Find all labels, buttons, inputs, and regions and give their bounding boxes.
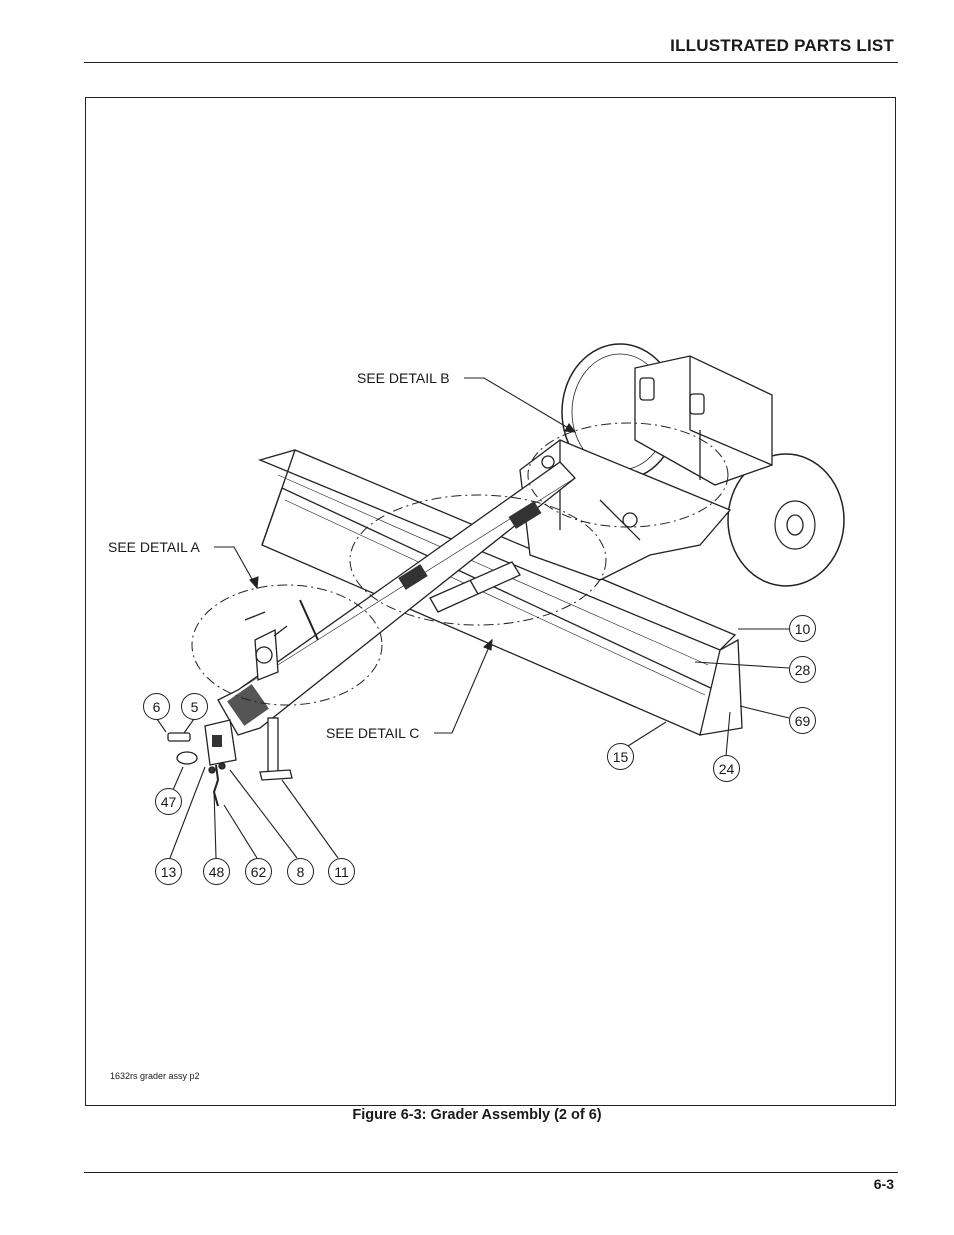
figure-frame <box>85 97 896 1106</box>
hydraulic-cylinder <box>429 561 521 613</box>
item-balloon-62: 62 <box>245 858 272 885</box>
header-title: ILLUSTRATED PARTS LIST <box>670 36 894 55</box>
item-balloon-5: 5 <box>181 693 208 720</box>
item-balloon-6: 6 <box>143 693 170 720</box>
moldboard-blade <box>258 449 743 736</box>
drawbar-tongue <box>217 461 576 736</box>
item-balloon-28: 28 <box>789 656 816 683</box>
detail-a-boundary <box>191 584 383 706</box>
item-balloon-69: 69 <box>789 707 816 734</box>
safety-chain <box>208 762 226 807</box>
detail-c-callout: SEE DETAIL C <box>326 725 420 741</box>
item-balloon-8: 8 <box>287 858 314 885</box>
item-balloon-15: 15 <box>607 743 634 770</box>
item-balloon-11: 11 <box>328 858 355 885</box>
detail-a-parts <box>244 599 319 681</box>
item-balloon-24: 24 <box>713 755 740 782</box>
item-balloon-47: 47 <box>155 788 182 815</box>
detail-b-boundary <box>527 422 729 528</box>
item-leaders <box>156 628 790 859</box>
jack-stand <box>259 717 293 781</box>
item-balloon-13: 13 <box>155 858 182 885</box>
detail-a-callout: SEE DETAIL A <box>108 539 200 555</box>
detail-b-callout: SEE DETAIL B <box>357 370 450 386</box>
item-balloon-48: 48 <box>203 858 230 885</box>
footer-rule <box>84 1172 898 1173</box>
drawing-file-reference: 1632rs grader assy p2 <box>110 1071 200 1081</box>
rear-tire-right <box>727 453 845 587</box>
figure-caption: Figure 6-3: Grader Assembly (2 of 6) <box>352 1107 602 1123</box>
item-balloon-10: 10 <box>789 615 816 642</box>
detail-leaders <box>214 377 577 734</box>
detail-c-boundary <box>349 494 607 626</box>
rear-box-frame <box>634 355 773 486</box>
hitch-assembly <box>167 719 237 766</box>
page-number: 6-3 <box>873 1176 894 1192</box>
header-rule <box>84 62 898 63</box>
